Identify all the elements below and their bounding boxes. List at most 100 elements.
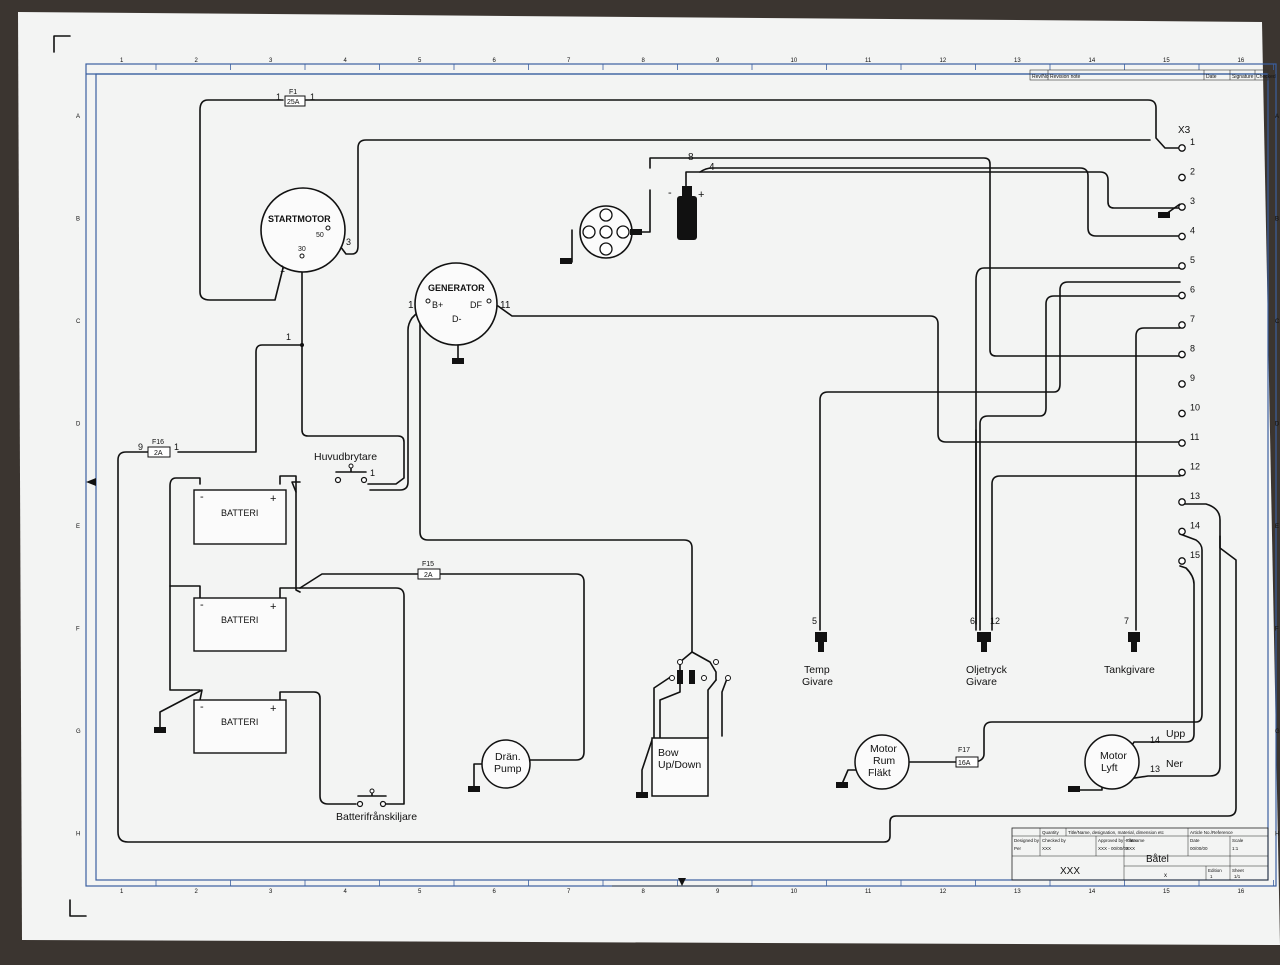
temp-sender-terminal: 5 xyxy=(812,616,817,626)
connector-pin xyxy=(1178,291,1186,300)
fuse-f16: F16 2A 9 1 xyxy=(138,439,179,458)
connector-pin-number: 3 xyxy=(1190,196,1195,206)
ground-icon xyxy=(1158,212,1170,218)
fuse-f17: F17 16A xyxy=(955,747,979,768)
connector-pin xyxy=(1178,498,1186,506)
fan-line2: Rum xyxy=(873,755,895,767)
lift-t13: 13 xyxy=(1150,764,1160,774)
battery-3-plus: + xyxy=(270,703,276,715)
tb-checked-val: XXX xyxy=(1042,846,1051,851)
connector-pin-number: 2 xyxy=(1190,167,1195,177)
main-switch-terminal: 1 xyxy=(370,468,375,478)
ground-icon xyxy=(630,229,642,235)
bow-up-down-unit: Bow Up/Down xyxy=(651,659,731,797)
tank-sender: 7 Tankgivare xyxy=(1104,616,1155,676)
column-number: 16 xyxy=(1238,58,1245,64)
ground-icon xyxy=(452,358,464,364)
f15-rating: 2A xyxy=(424,572,433,579)
connector-pin-number: 15 xyxy=(1190,550,1200,560)
startmotor-t3: 3 xyxy=(346,237,351,247)
lift-motor: Motor Lyft 14 13 Upp Ner xyxy=(1084,728,1185,790)
connector-pin-number: 14 xyxy=(1190,521,1200,531)
column-number: 3 xyxy=(269,58,273,64)
generator-t11: 11 xyxy=(500,300,511,311)
connector-pin-number: 1 xyxy=(1190,137,1195,147)
startmotor-t50: 50 xyxy=(316,232,324,239)
lift-ner: Ner xyxy=(1166,758,1183,770)
battery-isolator-label: Batterifrånskiljare xyxy=(336,811,417,823)
startmotor-t1: 1 xyxy=(280,264,285,274)
generator: GENERATOR B+ DF D- 1 11 xyxy=(408,262,511,346)
paper-sheet xyxy=(18,12,1280,945)
engine-room-fan: Motor Rum Fläkt xyxy=(854,734,910,790)
tb-scale: Scale xyxy=(1232,838,1244,843)
column-number: 1 xyxy=(120,58,124,64)
generator-bplus: B+ xyxy=(432,300,443,310)
battery-1-minus: - xyxy=(200,491,204,503)
connector-pin-number: 13 xyxy=(1190,491,1200,501)
coil-minus: - xyxy=(668,187,672,199)
generator-df: DF xyxy=(470,300,482,310)
row-letter: A xyxy=(1275,114,1279,120)
ground-icon xyxy=(154,727,166,733)
connector-pin xyxy=(1178,350,1186,359)
crop-mark xyxy=(53,35,71,53)
f16-left: 9 xyxy=(138,442,143,452)
row-letter: C xyxy=(1275,319,1280,325)
generator-dminus: D- xyxy=(452,314,462,324)
column-number: 5 xyxy=(418,58,422,64)
startmotor-t30: 30 xyxy=(298,246,306,253)
column-number: 12 xyxy=(940,889,947,895)
row-letter: D xyxy=(76,422,81,428)
row-letter: F xyxy=(76,627,80,633)
connector-pin-number: 5 xyxy=(1190,255,1195,265)
coil-t4: 4 xyxy=(709,162,715,173)
column-number: 11 xyxy=(865,889,872,895)
battery-1: BATTERI - + xyxy=(193,489,287,545)
tb-filename-val: XXX xyxy=(1126,846,1135,851)
oil-sender-line1: Oljetryck xyxy=(966,664,1008,676)
lift-t14: 14 xyxy=(1150,735,1160,745)
column-number: 14 xyxy=(1089,58,1096,64)
column-number: 2 xyxy=(195,58,199,64)
column-number: 10 xyxy=(791,889,798,895)
bilge-pump: Drän. Pump xyxy=(481,739,531,789)
f1-rating: 25A xyxy=(287,99,300,106)
column-number: 2 xyxy=(195,889,199,895)
row-letter: B xyxy=(1275,217,1279,223)
bilge-pump-line2: Pump xyxy=(494,763,522,775)
rev-no-header: Rev/No xyxy=(1032,74,1049,80)
oil-sender-t6: 6 xyxy=(970,616,975,626)
connector-pin-number: 11 xyxy=(1190,432,1199,442)
title-block: Quantity Title/Name, designation, materi… xyxy=(1011,827,1269,881)
f17-rating: 16A xyxy=(958,760,971,767)
row-letter: D xyxy=(1275,422,1280,428)
column-number: 15 xyxy=(1163,889,1170,895)
tank-sender-label: Tankgivare xyxy=(1104,664,1155,676)
tb-scale-val: 1:1 xyxy=(1232,846,1239,851)
distributor xyxy=(579,205,633,259)
tb-title-header: Title/Name, designation, material, dimen… xyxy=(1068,830,1165,835)
tank-sender-terminal: 7 xyxy=(1124,616,1129,626)
row-letter: E xyxy=(1275,524,1279,530)
tb-edition-label: Edition xyxy=(1208,868,1222,873)
rev-date-header: Date xyxy=(1206,74,1217,80)
row-letter: C xyxy=(76,319,81,325)
row-letter: G xyxy=(1275,729,1280,735)
column-number: 5 xyxy=(418,889,422,895)
column-number: 9 xyxy=(716,58,720,64)
tb-sheet: 1/1 xyxy=(1234,874,1241,879)
column-number: 7 xyxy=(567,58,571,64)
tb-approved-by: Approved by - date xyxy=(1098,838,1137,843)
tb-designed-val: Per xyxy=(1014,846,1022,851)
connector-pin xyxy=(1178,439,1186,447)
f17-name: F17 xyxy=(958,747,970,754)
bow-line1: Bow xyxy=(658,747,679,759)
column-number: 12 xyxy=(940,58,947,64)
f1-left: 1 xyxy=(276,92,281,102)
wires xyxy=(117,99,1237,843)
